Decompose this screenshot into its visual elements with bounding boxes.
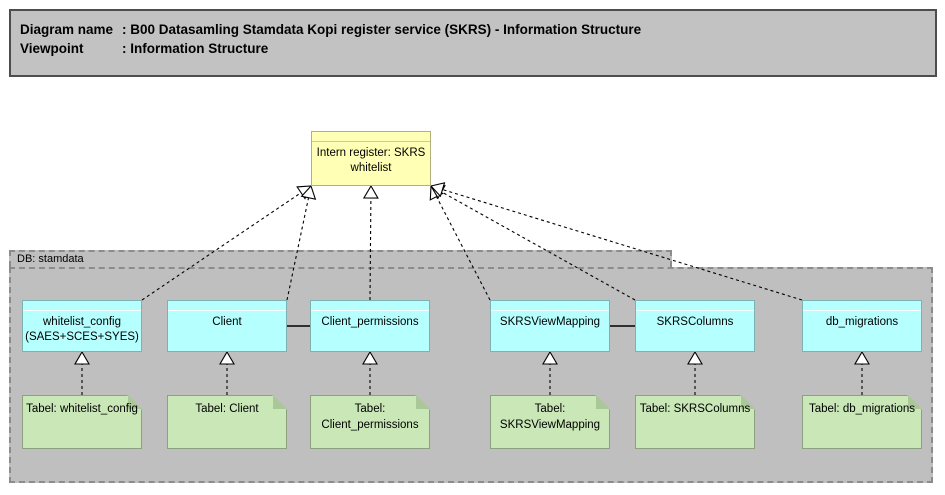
folded-corner-icon: [416, 395, 430, 409]
object-top-band: [803, 301, 921, 311]
group-db-stamdata-tab[interactable]: DB: stamdata: [9, 250, 672, 267]
node-label: Intern register: SKRS whitelist: [316, 147, 426, 174]
note-label: Tabel: db_migrations: [808, 403, 916, 415]
object-top-band: [636, 301, 754, 311]
note-label: Tabel: SKRSViewMapping: [499, 403, 601, 431]
folded-corner-icon: [596, 395, 610, 409]
diagram-name-value: : B00 Datasamling Stamdata Kopi register…: [122, 22, 642, 37]
node-label: Client_permissions: [321, 316, 419, 328]
realization-arrowhead-icon: [429, 185, 444, 201]
node-client-permissions[interactable]: Client_permissions: [310, 300, 430, 352]
folded-corner-icon: [273, 395, 287, 409]
node-label: SKRSViewMapping: [499, 316, 601, 328]
table-note-whitelist-config[interactable]: Tabel: whitelist_config: [22, 394, 143, 449]
object-top-band: [168, 301, 286, 311]
viewpoint-row: Viewpoint : Information Structure: [20, 39, 935, 58]
object-top-band: [312, 132, 430, 142]
node-label: db_migrations: [825, 316, 899, 328]
diagram-name-label: Diagram name: [20, 22, 114, 37]
group-db-stamdata-body[interactable]: [9, 267, 933, 483]
node-label: whitelist_config (SAES+SCES+SYES): [25, 316, 139, 343]
note-label: Tabel: whitelist_config: [26, 403, 138, 415]
realization-arrowhead-icon: [429, 182, 446, 198]
node-client[interactable]: Client: [167, 300, 287, 352]
table-note-db-migrations[interactable]: Tabel: db_migrations: [802, 394, 923, 449]
table-note-skrscolumns[interactable]: Tabel: SKRSColumns: [635, 394, 756, 449]
folded-corner-icon: [128, 395, 142, 409]
note-label: Tabel: SKRSColumns: [639, 403, 751, 415]
realization-arrowhead-icon: [296, 185, 312, 200]
node-db-migrations[interactable]: db_migrations: [802, 300, 922, 352]
table-note-client-permissions[interactable]: Tabel: Client_permissions: [310, 394, 431, 449]
realization-arrowhead-icon: [430, 185, 446, 200]
note-label: Tabel: Client: [195, 403, 259, 415]
node-whitelist-config[interactable]: whitelist_config (SAES+SCES+SYES): [22, 300, 142, 352]
node-skrscolumns[interactable]: SKRSColumns: [635, 300, 755, 352]
viewpoint-label: Viewpoint: [20, 41, 84, 56]
node-skrsviewmapping[interactable]: SKRSViewMapping: [490, 300, 610, 352]
note-label: Tabel: Client_permissions: [321, 403, 419, 431]
object-top-band: [311, 301, 429, 311]
folded-corner-icon: [741, 395, 755, 409]
node-label: SKRSColumns: [656, 316, 734, 328]
table-note-client[interactable]: Tabel: Client: [167, 394, 288, 449]
diagram-title-block[interactable]: Diagram name : B00 Datasamling Stamdata …: [9, 9, 937, 77]
viewpoint-value: : Information Structure: [122, 41, 269, 56]
object-top-band: [23, 301, 141, 311]
object-top-band: [491, 301, 609, 311]
table-note-skrsviewmapping[interactable]: Tabel: SKRSViewMapping: [490, 394, 611, 449]
node-label: Client: [212, 316, 242, 328]
realization-arrowhead-icon: [300, 184, 317, 200]
folded-corner-icon: [908, 395, 922, 409]
node-intern-register-skrs-whitelist[interactable]: Intern register: SKRS whitelist: [311, 131, 431, 186]
realization-arrowhead-icon: [362, 184, 379, 199]
diagram-name-row: Diagram name : B00 Datasamling Stamdata …: [20, 20, 935, 39]
group-db-stamdata-label: DB: stamdata: [17, 253, 84, 265]
